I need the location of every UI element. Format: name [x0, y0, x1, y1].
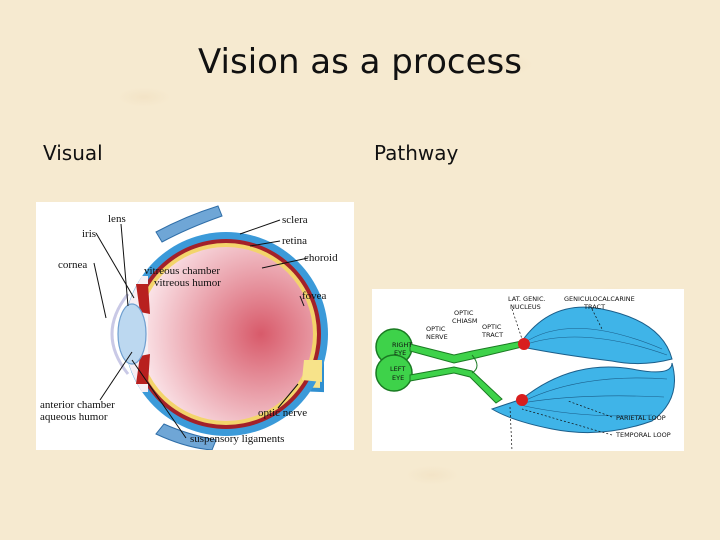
label-cornea: cornea — [58, 259, 87, 271]
label-left-eye-1: LEFT — [390, 365, 405, 373]
label-parietal-loop: PARIETAL LOOP — [616, 414, 666, 422]
label-optic-tract-1: OPTIC — [482, 323, 502, 331]
geniculocalcarine-lower — [490, 362, 675, 434]
label-iris: iris — [82, 228, 96, 240]
label-lens: lens — [108, 213, 126, 225]
label-suspensory-ligaments: suspensory ligaments — [190, 433, 284, 445]
lat-genic-lower — [516, 394, 528, 406]
label-optic-nerve-2: NERVE — [426, 333, 448, 341]
label-anterior-chamber: anterior chamber — [40, 399, 115, 411]
label-choroid: choroid — [304, 252, 338, 264]
label-vitreous-chamber: vitreous chamber — [144, 265, 220, 277]
visual-pathway-diagram: RIGHT EYE LEFT EYE OPTIC NERVE OPTIC CHI… — [372, 289, 684, 451]
label-lat-genic-1: LAT. GENIC. — [508, 295, 546, 303]
iris-upper — [136, 284, 150, 314]
label-vitreous-humor: vitreous humor — [154, 277, 221, 289]
geniculocalcarine-upper — [521, 306, 673, 365]
label-temporal-loop: TEMPORAL LOOP — [615, 431, 671, 439]
label-optic-nerve: optic nerve — [258, 407, 307, 419]
lens-shape — [117, 303, 147, 365]
vitreous-chamber-shape — [139, 247, 313, 421]
label-right-eye-1: RIGHT — [392, 341, 412, 349]
left-heading: Visual — [43, 141, 103, 165]
label-geniculocalcarine-2: TRACT — [583, 303, 605, 311]
label-fovea: fovea — [302, 290, 327, 302]
eye-anatomy-diagram: lens iris cornea sclera retina choroid v… — [36, 202, 354, 450]
label-sclera: sclera — [282, 214, 308, 226]
lat-genic-upper — [518, 338, 530, 350]
label-aqueous-humor: aqueous humor — [40, 411, 108, 423]
left-eye-shape — [375, 354, 413, 392]
label-optic-chiasm-2: CHIASM — [452, 317, 478, 325]
iris-lower — [136, 354, 150, 384]
label-optic-nerve-1: OPTIC — [426, 325, 446, 333]
label-retina: retina — [282, 235, 307, 247]
right-heading: Pathway — [374, 141, 459, 165]
label-lat-genic-2: NUCLEUS — [510, 303, 541, 311]
label-left-eye-2: EYE — [392, 374, 404, 382]
slide-title: Vision as a process — [198, 42, 522, 82]
label-right-eye-2: EYE — [394, 349, 406, 357]
label-geniculocalcarine-1: GENICULOCALCARINE — [564, 295, 635, 303]
label-optic-tract-2: TRACT — [481, 331, 503, 339]
label-optic-chiasm-1: OPTIC — [454, 309, 474, 317]
